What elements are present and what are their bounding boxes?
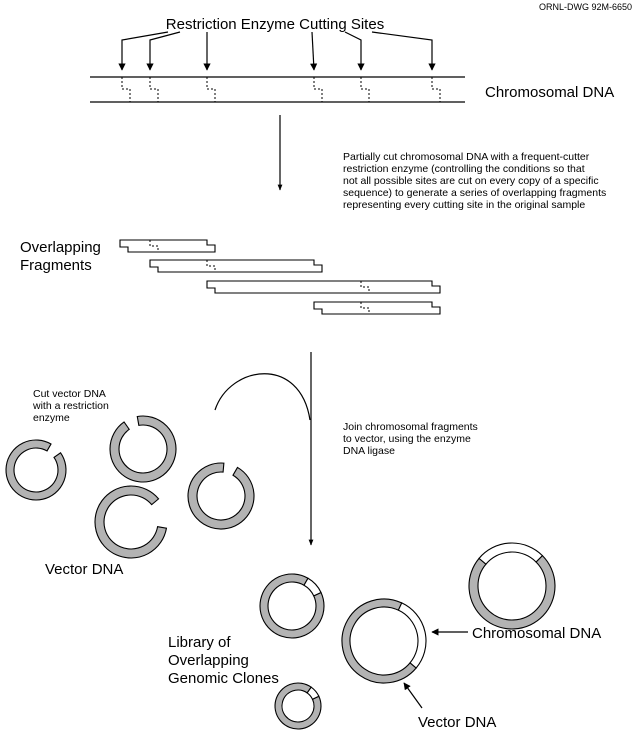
clone-ring-1 [259,573,325,639]
vector-ring-1 [5,439,67,501]
overlapping-label-line2: Fragments [20,257,92,274]
chromosomal-dna-strand [90,76,465,103]
svg-text:Cut vector DNA: Cut vector DNA [33,388,106,400]
svg-text:Library of: Library of [168,634,231,651]
cut-vector-rings [5,415,255,559]
curved-join-arrow [214,373,311,421]
clone-ring-2 [341,598,427,684]
vector-ring-3 [187,462,255,530]
vector-ring-4 [94,485,168,559]
overlapping-label-line1: Overlapping [20,239,101,256]
svg-text:not all possible sites are cut: not all possible sites are cut on every … [343,175,599,187]
svg-text:Partially cut chromosomal DNA: Partially cut chromosomal DNA with a fre… [343,151,590,163]
chromosomal-dna-pointer-label: Chromosomal DNA [472,625,601,642]
step2-text: Join chromosomal fragments to vector, us… [343,421,478,457]
svg-text:restriction enzyme (controllin: restriction enzyme (controlling the cond… [343,163,585,175]
step1-text: Partially cut chromosomal DNA with a fre… [343,151,606,211]
svg-text:DNA ligase: DNA ligase [343,445,395,457]
overlapping-fragments [119,239,441,315]
vector-dna-pointer [403,682,423,709]
clone-ring-4 [274,682,322,730]
top-title: Restriction Enzyme Cutting Sites [166,16,384,33]
vector-ring-2 [109,415,177,483]
svg-text:Overlapping: Overlapping [168,652,249,669]
clone-library-rings [259,542,556,730]
chromosomal-dna-label: Chromosomal DNA [485,84,614,101]
svg-text:to vector, using the enzyme: to vector, using the enzyme [343,433,471,445]
vector-dna-pointer-label: Vector DNA [418,714,496,731]
cut-vector-text: Cut vector DNA with a restriction enzyme [32,388,109,424]
drawing-id: ORNL-DWG 92M-6650 [539,2,632,12]
clone-ring-3 [468,542,556,630]
svg-text:with a restriction: with a restriction [32,400,109,412]
svg-text:Genomic Clones: Genomic Clones [168,670,279,687]
svg-text:sequence) to generate a series: sequence) to generate a series of overla… [343,187,606,199]
svg-text:enzyme: enzyme [33,412,70,424]
svg-text:Join chromosomal fragments: Join chromosomal fragments [343,421,478,433]
cut-site-arrows [118,31,436,71]
library-label: Library of Overlapping Genomic Clones [168,634,279,687]
svg-text:representing every cutting sit: representing every cutting site in the o… [343,199,585,211]
vector-dna-label: Vector DNA [45,561,123,578]
